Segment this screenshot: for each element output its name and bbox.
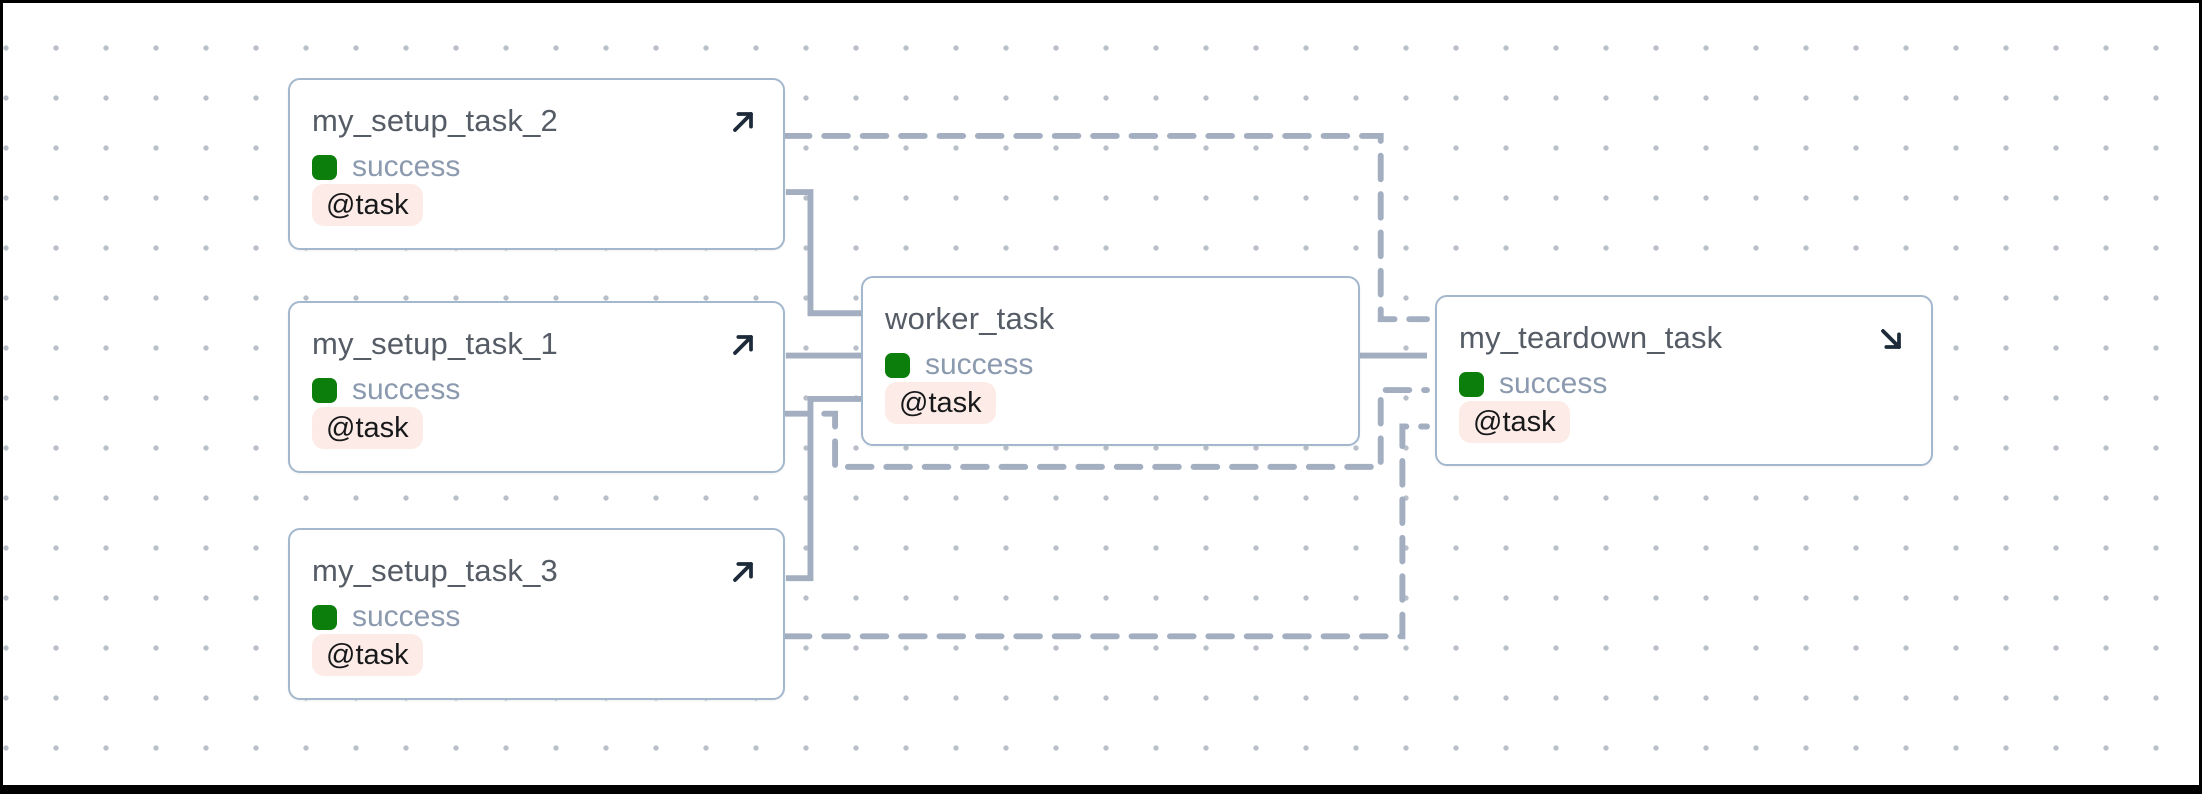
task-decorator-badge: @task (1459, 401, 1570, 443)
status-label: success (1499, 367, 1608, 400)
edge-my_setup_task_3-to-my_teardown_task-dashed (782, 423, 1430, 640)
task-decorator-badge: @task (312, 634, 423, 676)
task-status-row: success (312, 373, 460, 407)
task-status-row: success (1459, 367, 1607, 401)
edge-my_setup_task_1-to-my_teardown_task-dashed (782, 387, 1430, 470)
task-title: my_setup_task_2 (312, 103, 558, 138)
status-label: success (352, 373, 461, 406)
edge-my_setup_task_2-to-worker_task (785, 189, 862, 317)
arrow-down-right-icon (1881, 329, 1901, 349)
edge-my_setup_task_3-to-worker_task (785, 395, 862, 582)
task-title-row: my_setup_task_1 (312, 327, 759, 361)
arrow-up-right-icon (733, 562, 753, 582)
task-decorator-badge: @task (312, 407, 423, 449)
status-success-square-icon (885, 352, 910, 378)
task-title-row: my_setup_task_2 (312, 104, 759, 138)
task-status-row: success (885, 348, 1033, 382)
status-success-square-icon (1459, 371, 1484, 397)
task-decorator-badge: @task (312, 184, 423, 226)
status-label: success (352, 600, 461, 633)
status-success-square-icon (312, 604, 337, 630)
task-title-row: worker_task (885, 302, 1334, 336)
edges-layer (782, 133, 1430, 640)
task-status-row: success (312, 150, 460, 184)
task-title-row: my_setup_task_3 (312, 554, 759, 588)
status-label: success (925, 348, 1034, 381)
status-label: success (352, 150, 461, 183)
task-title: my_setup_task_1 (312, 326, 558, 361)
status-success-square-icon (312, 377, 337, 403)
task-status-row: success (312, 600, 460, 634)
task-title: my_teardown_task (1459, 320, 1723, 355)
task-title: worker_task (885, 301, 1055, 336)
task-title-row: my_teardown_task (1459, 321, 1907, 355)
arrow-up-right-icon (733, 112, 753, 132)
task-title: my_setup_task_3 (312, 553, 558, 588)
status-success-square-icon (312, 154, 337, 180)
task-decorator-badge: @task (885, 382, 996, 424)
arrow-up-right-icon (733, 335, 753, 355)
